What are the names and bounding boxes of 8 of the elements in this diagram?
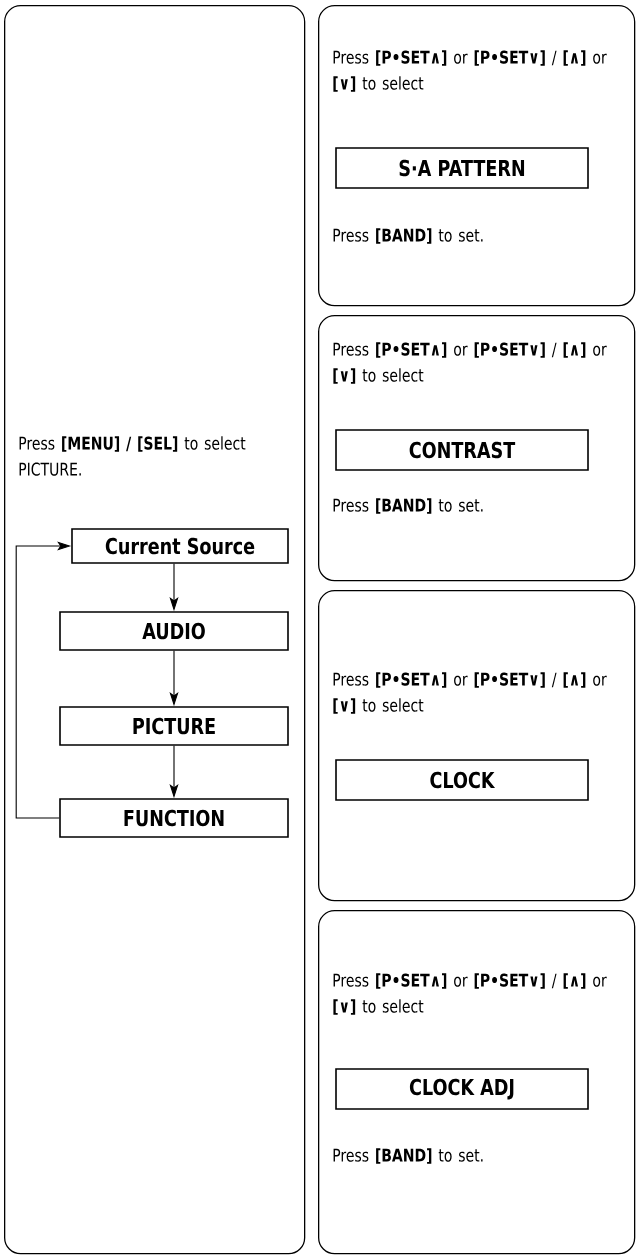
menu-box: Current Source (71, 528, 289, 564)
menu-box: FUNCTION (59, 798, 289, 838)
menu-box: PICTURE (59, 706, 289, 746)
display-box: S·A PATTERN (335, 147, 589, 189)
display-box: CLOCK (335, 759, 589, 801)
menu-box: AUDIO (59, 611, 289, 651)
display-box: CONTRAST (335, 429, 589, 471)
display-box: CLOCK ADJ (335, 1068, 589, 1110)
